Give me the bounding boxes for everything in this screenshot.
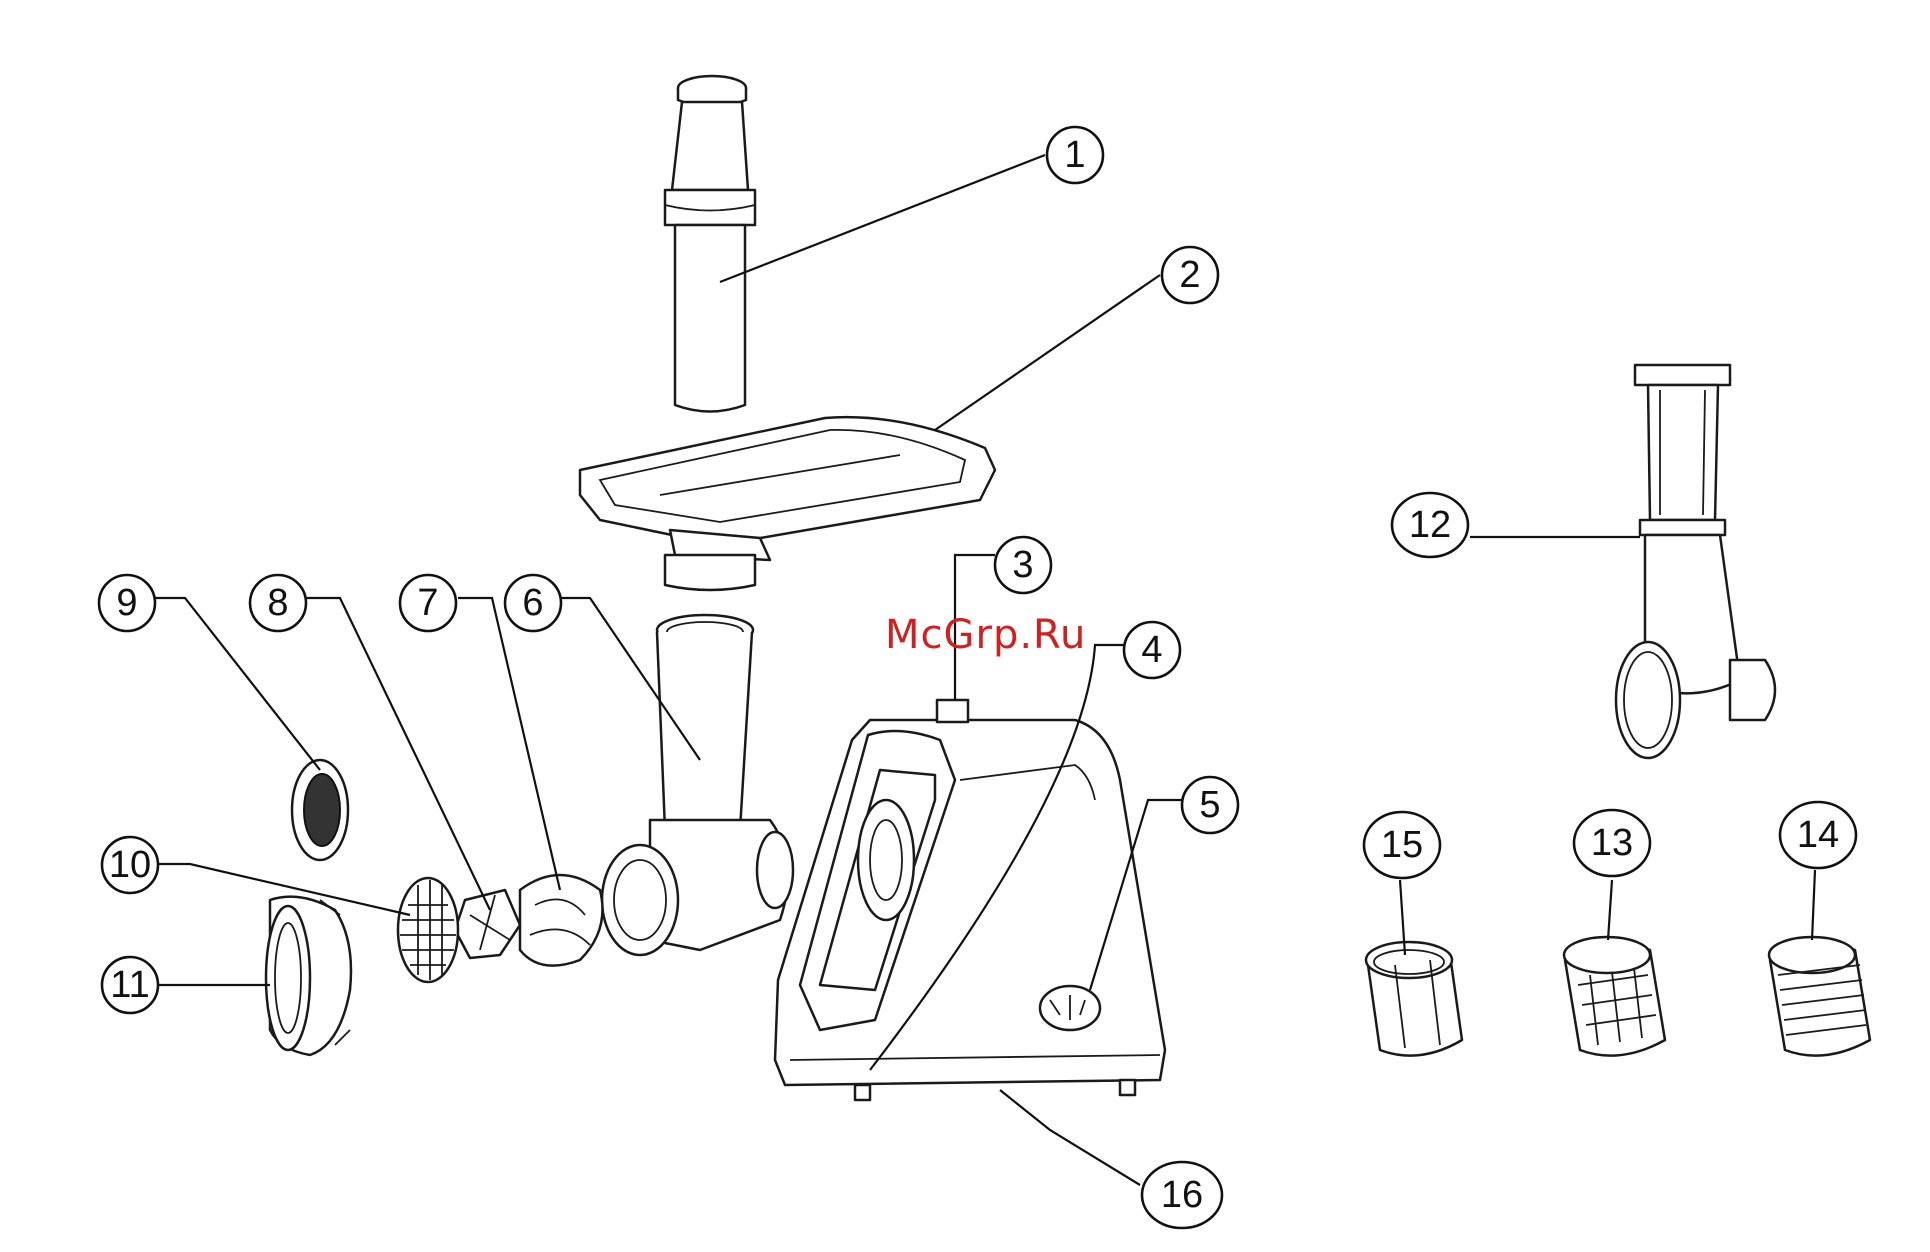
callout-15-label: 15 (1381, 824, 1423, 866)
slicing-drum (1366, 942, 1462, 1056)
callout-12: 12 (1392, 493, 1468, 557)
callout-11-label: 11 (110, 964, 149, 1006)
callout-2: 2 (1162, 247, 1218, 303)
callout-7: 7 (400, 575, 456, 631)
callout-16: 16 (1142, 1162, 1222, 1228)
callout-8-label: 8 (267, 582, 288, 624)
callout-1-label: 1 (1064, 134, 1085, 176)
callout-5: 5 (1182, 777, 1238, 833)
callout-6-label: 6 (522, 582, 543, 624)
mincing-plate-fine (292, 760, 348, 860)
grating-drum-coarse (1564, 937, 1665, 1056)
callout-4-label: 4 (1141, 629, 1162, 671)
callout-3-label: 3 (1012, 544, 1033, 586)
callout-13: 13 (1574, 810, 1650, 876)
callout-10-label: 10 (109, 844, 151, 886)
callout-1: 1 (1047, 127, 1103, 183)
callout-7-label: 7 (417, 582, 438, 624)
grinder-head (602, 615, 793, 955)
callout-9-label: 9 (116, 582, 137, 624)
callout-11: 11 (102, 957, 158, 1013)
callout-3: 3 (995, 537, 1051, 593)
grating-drum-fine (1769, 937, 1870, 1056)
callout-16-label: 16 (1161, 1174, 1203, 1216)
mincing-plate-coarse (398, 878, 458, 982)
callout-5-label: 5 (1199, 784, 1220, 826)
callout-14-label: 14 (1797, 814, 1839, 856)
cutting-blade (455, 890, 520, 958)
callout-13-label: 13 (1591, 822, 1633, 864)
food-pusher (665, 76, 755, 412)
auger (520, 875, 603, 966)
motor-housing (775, 700, 1165, 1100)
shredder-attachment (1616, 365, 1775, 758)
callout-4: 4 (1124, 622, 1180, 678)
callout-12-label: 12 (1409, 504, 1451, 546)
food-tray (580, 417, 995, 590)
callout-9: 9 (99, 575, 155, 631)
callout-15: 15 (1364, 812, 1440, 878)
callout-6: 6 (505, 575, 561, 631)
watermark-text: McGrp.Ru (885, 612, 1086, 658)
callout-10: 10 (102, 837, 158, 893)
callout-14: 14 (1780, 802, 1856, 868)
callout-8: 8 (250, 575, 306, 631)
callout-2-label: 2 (1179, 254, 1200, 296)
ring-nut (266, 897, 351, 1055)
